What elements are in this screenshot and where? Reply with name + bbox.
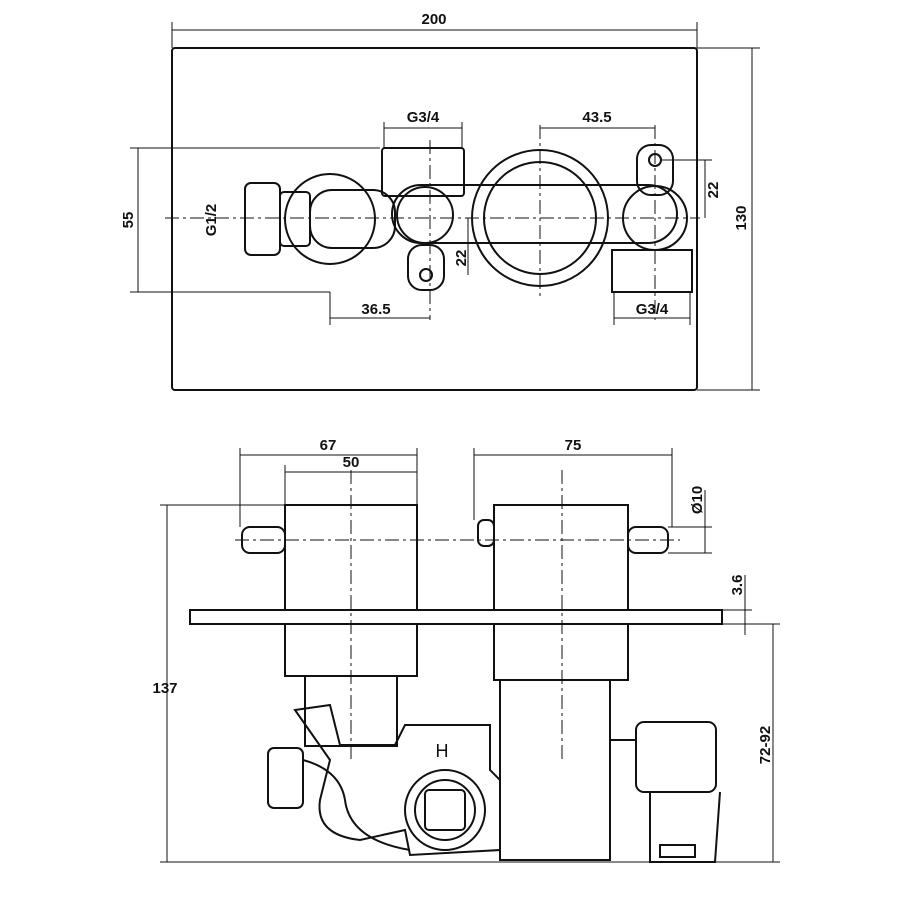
- inlet-pipe: [302, 759, 411, 851]
- outlet-top: [381, 147, 465, 197]
- valve-body: [293, 703, 501, 857]
- dim-offset-middle: 22: [453, 250, 470, 267]
- right-handle: [493, 504, 629, 611]
- dim-left-body-width: 50: [343, 454, 360, 471]
- left-stem: [304, 675, 398, 747]
- top-view: 200 130 55 G1/2 G3/4: [120, 11, 760, 391]
- dim-left-offset: 36.5: [361, 301, 390, 318]
- dim-overall-height: 130: [733, 205, 750, 230]
- inlet-ring: [284, 173, 376, 265]
- dim-plate-thickness: 3.6: [729, 575, 746, 596]
- label-outlet-thread-bottom: G3/4: [636, 301, 669, 318]
- cartridge-nut-inner: [414, 779, 476, 841]
- cartridge-nut: [404, 769, 486, 851]
- hot-marking: H: [436, 741, 449, 761]
- left-cartridge: [396, 186, 454, 244]
- dim-left-handle-width: 67: [320, 437, 337, 454]
- dim-right-handle-width: 75: [565, 437, 582, 454]
- inlet-body: [309, 189, 396, 249]
- outlet-body: [610, 739, 721, 863]
- faceplate-side: [189, 609, 723, 625]
- side-view: 67 50 75 Ø10 3.6 137 72-92 H: [152, 437, 780, 863]
- inlet-fitting: [267, 747, 304, 809]
- dim-wall-depth-range: 72-92: [757, 726, 774, 764]
- dim-lever-diameter: Ø10: [689, 486, 706, 514]
- outlet-fitting: [635, 721, 717, 793]
- right-stem: [499, 679, 611, 861]
- right-lever-back: [477, 519, 495, 547]
- connector-bar: [391, 184, 678, 244]
- inlet-nut: [244, 182, 281, 256]
- dim-overall-width: 200: [421, 11, 446, 28]
- lower-lug: [407, 244, 445, 291]
- dim-inlet-spacing: 55: [120, 212, 137, 229]
- dim-overall-depth: 137: [152, 680, 177, 697]
- label-inlet-thread: G1/2: [203, 204, 220, 237]
- faceplate-outline: [171, 47, 698, 391]
- dim-offset-right: 22: [705, 182, 722, 199]
- right-sleeve: [493, 623, 629, 681]
- dim-center-spacing: 43.5: [582, 109, 611, 126]
- lug-hole: [419, 268, 433, 282]
- cartridge-slot: [424, 789, 466, 831]
- label-outlet-thread-top: G3/4: [407, 109, 440, 126]
- outlet-bottom: [611, 249, 693, 293]
- outlet-cap: [659, 844, 696, 858]
